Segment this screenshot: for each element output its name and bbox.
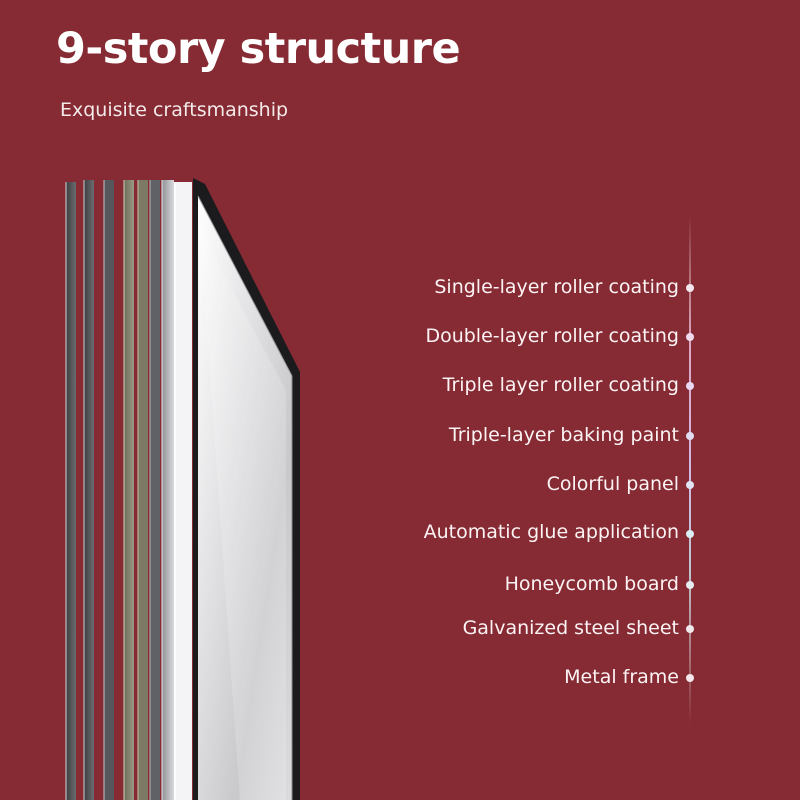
panel-sheet-1	[65, 182, 76, 800]
panel-sheet-2	[83, 180, 94, 800]
page-title: 9-story structure	[56, 24, 461, 74]
panel-sheet-3	[103, 180, 114, 800]
page-subtitle: Exquisite craftsmanship	[60, 99, 289, 121]
panel-sheet-8	[174, 182, 192, 800]
panel-sheet-5	[137, 180, 148, 800]
panel-sheet-4	[123, 180, 134, 800]
panel-front-mirror	[193, 178, 300, 800]
panel-sheet-7	[161, 180, 174, 800]
indicator-line	[689, 215, 691, 725]
panel-sheet-6	[149, 180, 160, 800]
